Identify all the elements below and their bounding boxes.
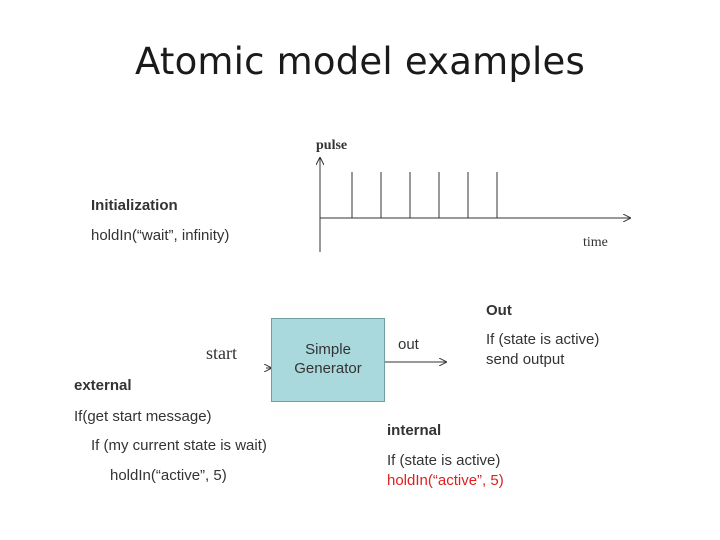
initialization-heading: Initialization <box>91 197 178 214</box>
generator-label-line1: Simple <box>305 341 351 358</box>
generator-label-line2: Generator <box>294 360 362 377</box>
slide-title: Atomic model examples <box>135 40 585 83</box>
external-heading: external <box>74 377 132 394</box>
pulse-axis-label: pulse <box>316 138 348 153</box>
initialization-line: holdIn(“wait”, infinity) <box>91 227 230 244</box>
start-input-label: start <box>206 343 237 363</box>
out-output-label: out <box>398 336 419 353</box>
pulse-marks <box>351 172 498 218</box>
out-heading: Out <box>486 302 512 319</box>
out-condition: If (state is active) <box>486 331 600 348</box>
internal-heading: internal <box>387 422 442 439</box>
simple-generator-block <box>271 318 385 402</box>
internal-action: holdIn(“active”, 5) <box>387 472 504 489</box>
internal-condition: If (state is active) <box>387 452 501 469</box>
generator-label: Simple Generator <box>271 340 385 378</box>
out-action: send output <box>486 351 565 368</box>
time-axis-label: time <box>583 235 608 250</box>
external-condition: If(get start message) <box>74 408 212 425</box>
external-state-check: If (my current state is wait) <box>91 437 267 454</box>
external-action: holdIn(“active”, 5) <box>110 467 227 484</box>
